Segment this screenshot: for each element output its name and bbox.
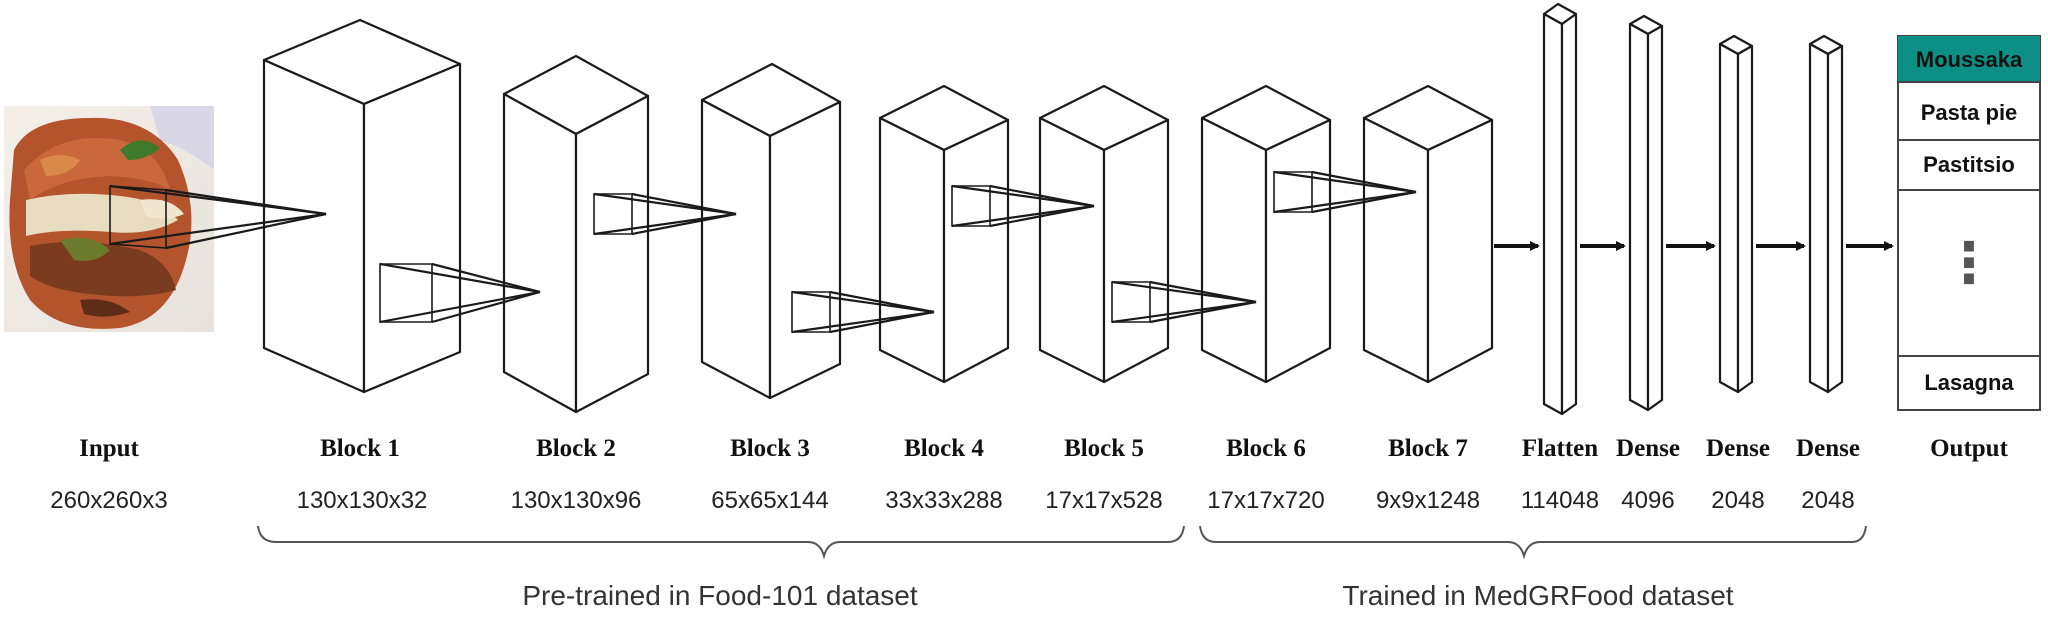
kernel-block3-to-block4 [791,290,935,334]
block-7-dims: 9x9x1248 [1376,487,1480,514]
block-5-volume [1038,84,1170,384]
output-ellipsis: ⋮ [1941,231,1997,296]
flatten-dims: 114048 [1521,487,1599,514]
block-6-volume [1200,84,1332,384]
input-dims: 260x260x3 [50,487,167,514]
block-1-dims: 130x130x32 [297,487,428,514]
pretrained-group-label: Pre-trained in Food-101 dataset [522,580,918,611]
kernel-block5-to-block6 [1111,280,1257,324]
kernel-block2-to-block3 [593,192,737,236]
block-2-dims: 130x130x96 [511,487,642,514]
block-4-label: Block 4 [904,435,984,462]
trained-group-label: Trained in MedGRFood dataset [1342,580,1733,611]
output-class-highlight [1898,36,2040,82]
input-food-image [4,106,214,332]
block-3-volume [700,62,842,400]
output-label: Output [1930,435,2008,462]
dense-2-dims: 2048 [1711,487,1764,514]
block-1-label: Block 1 [320,435,400,462]
dense-4096-column [1628,14,1664,412]
block-2-label: Block 2 [536,435,616,462]
output-class-3: Pastitsio [1923,152,2015,177]
pretrained-brace [257,525,1185,560]
dense-3-dims: 2048 [1801,487,1854,514]
output-class-4: Lasagna [1924,370,2014,395]
block-2-volume [502,54,650,414]
block-3-label: Block 3 [730,435,810,462]
block-5-dims: 17x17x528 [1045,487,1162,514]
block-4-dims: 33x33x288 [885,487,1002,514]
dense-2048-column-1 [1718,34,1754,394]
block-7-volume [1362,84,1494,384]
kernel-block1-to-block2 [379,262,541,324]
block-6-label: Block 6 [1226,435,1306,462]
output-class-2: Pasta pie [1921,100,2018,125]
input-label: Input [79,435,139,462]
block-4-volume [878,84,1010,384]
block-1-volume [262,18,462,394]
block-7-label: Block 7 [1388,435,1468,462]
trained-brace [1199,525,1867,560]
dense-1-label: Dense [1616,435,1680,462]
dense-1-dims: 4096 [1621,487,1674,514]
output-class-list: Moussaka Pasta pie Pastitsio ⋮ Lasagna [1897,35,2041,411]
block-3-dims: 65x65x144 [711,487,828,514]
kernel-block4-to-block5 [951,184,1095,228]
kernel-input-to-block1 [109,184,327,250]
flatten-column [1542,2,1578,416]
dense-2048-column-2 [1808,34,1844,394]
dense-2-label: Dense [1706,435,1770,462]
dense-3-label: Dense [1796,435,1860,462]
output-class-1: Moussaka [1916,47,2023,72]
flatten-label: Flatten [1522,435,1598,462]
block-5-label: Block 5 [1064,435,1144,462]
kernel-block6-to-block7 [1273,170,1417,214]
block-6-dims: 17x17x720 [1207,487,1324,514]
